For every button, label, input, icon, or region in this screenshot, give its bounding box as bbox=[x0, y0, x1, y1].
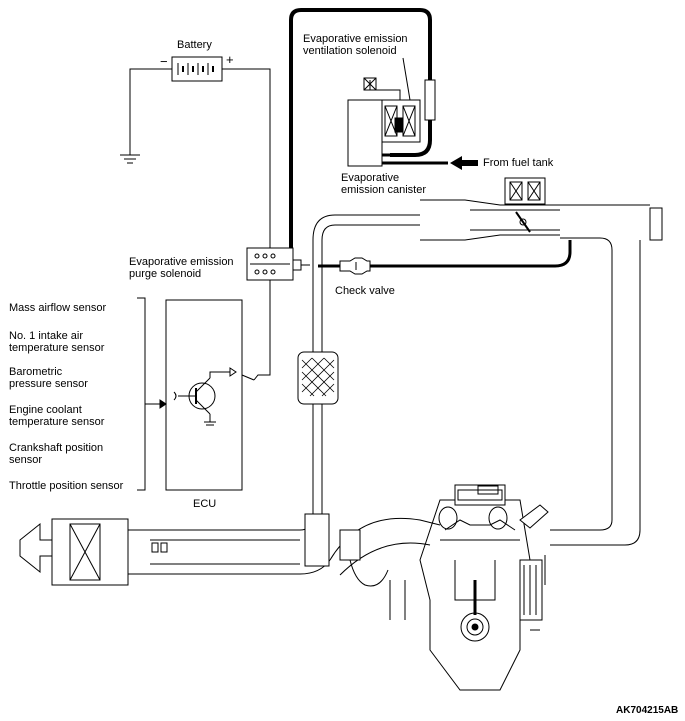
engine-intake-pipes bbox=[329, 517, 546, 631]
battery-symbol bbox=[129, 56, 271, 248]
ecu-drive-wire bbox=[253, 280, 271, 381]
vent-solenoid bbox=[363, 77, 421, 143]
vent-hose bbox=[289, 8, 436, 248]
evap-canister bbox=[347, 99, 448, 167]
intake-duct bbox=[128, 513, 331, 575]
battery-minus-label: − bbox=[160, 54, 168, 69]
vent-solenoid-label: Evaporative emission ventilation solenoi… bbox=[303, 33, 408, 57]
air-cleaner bbox=[19, 518, 129, 586]
sensor-coolant-temp: Engine coolant temperature sensor bbox=[9, 404, 105, 428]
purge-solenoid bbox=[246, 247, 310, 281]
sensor-intake-air-temp: No. 1 intake air temperature sensor bbox=[9, 330, 105, 354]
intake-riser bbox=[297, 214, 420, 514]
battery-plus-label: + bbox=[226, 52, 234, 67]
check-valve-label: Check valve bbox=[335, 285, 395, 297]
canister-label: Evaporative emission canister bbox=[341, 172, 426, 196]
throttle-body bbox=[420, 177, 663, 241]
check-valve bbox=[339, 257, 371, 275]
ecu-label: ECU bbox=[193, 498, 217, 510]
purge-solenoid-label: Evaporative emission purge solenoid bbox=[129, 256, 234, 280]
figure-reference: AK704215AB bbox=[616, 705, 679, 716]
fuel-tank-arrow-icon bbox=[450, 156, 478, 170]
sensor-crankshaft: Crankshaft position sensor bbox=[9, 442, 104, 466]
sensor-mass-airflow: Mass airflow sensor bbox=[9, 302, 107, 314]
engine-block bbox=[419, 484, 549, 691]
ground-symbol bbox=[120, 154, 140, 164]
ecu-box bbox=[165, 299, 243, 491]
sensor-throttle-position: Throttle position sensor bbox=[9, 480, 124, 492]
battery-label: Battery bbox=[177, 39, 212, 51]
vent-solenoid-leader bbox=[402, 57, 411, 101]
sensor-bracket bbox=[137, 297, 167, 491]
from-fuel-tank-label: From fuel tank bbox=[483, 157, 554, 169]
intake-manifold-pipe bbox=[550, 237, 641, 546]
sensor-barometric: Barometric pressure sensor bbox=[9, 366, 88, 390]
ecu-terminal-tick bbox=[241, 374, 255, 381]
